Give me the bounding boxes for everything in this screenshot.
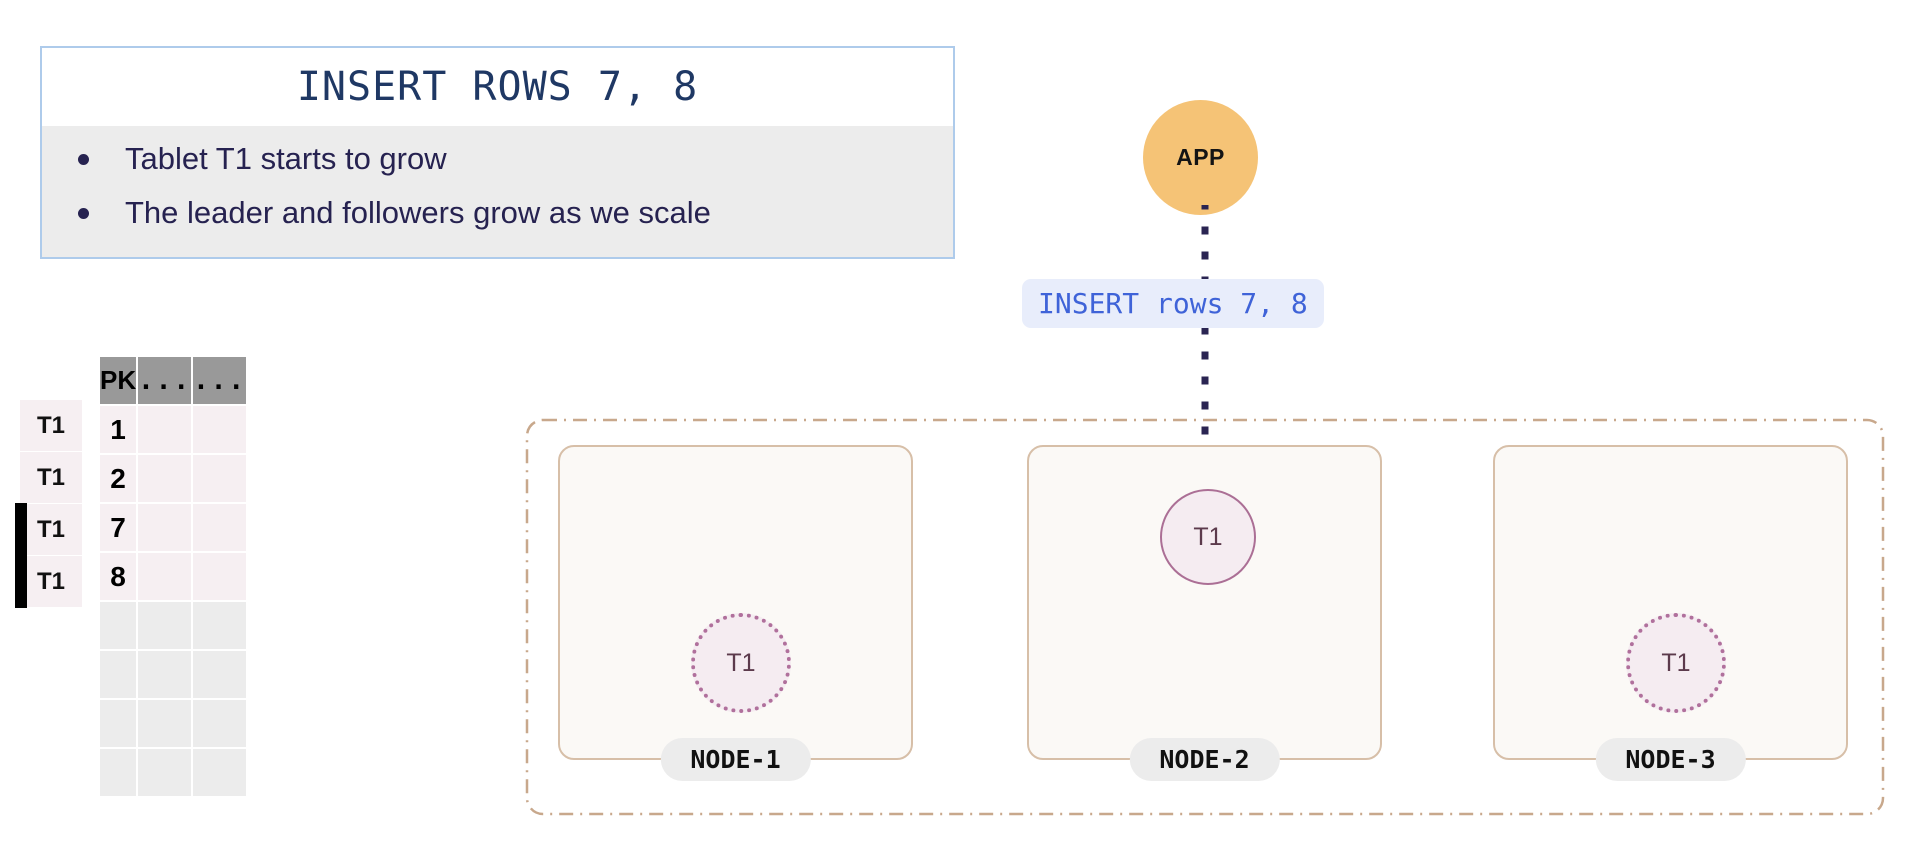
callout-bullet-item: Tablet T1 starts to grow	[42, 132, 953, 186]
table-header-col3: ...	[193, 357, 247, 404]
row-tablet-label: T1	[20, 452, 82, 503]
table-row	[100, 651, 247, 698]
cell-pk: 1	[100, 406, 137, 453]
callout-box: INSERT ROWS 7, 8 Tablet T1 starts to gro…	[40, 46, 955, 259]
cell-col2	[138, 406, 192, 453]
tablet-follower: T1	[691, 613, 791, 713]
cell-pk: 2	[100, 455, 137, 502]
cell-col2	[138, 749, 192, 796]
app-node: APP	[1143, 100, 1258, 215]
bullet-dot-icon	[78, 207, 89, 219]
row-tablet-label: T1	[15, 503, 82, 556]
cell-pk	[100, 749, 137, 796]
table-row: 1	[100, 406, 247, 453]
row-tablet-labels: T1 T1 T1 T1	[15, 400, 82, 608]
cell-pk	[100, 602, 137, 649]
cell-col2	[138, 602, 192, 649]
cell-col3	[193, 406, 247, 453]
node-label-3: NODE-3	[1595, 738, 1746, 781]
cell-pk	[100, 651, 137, 698]
callout-bullet-list: Tablet T1 starts to grow The leader and …	[42, 126, 953, 257]
node-label-1: NODE-1	[660, 738, 811, 781]
cluster-boundary	[525, 418, 1885, 816]
cluster-container: T1 NODE-1 T1 NODE-2 T1 NODE-3	[525, 418, 1885, 816]
cell-col3	[193, 602, 247, 649]
cell-col3	[193, 700, 247, 747]
insert-message-label: INSERT rows 7, 8	[1022, 279, 1324, 328]
table-header-col2: ...	[138, 357, 192, 404]
cell-col3	[193, 504, 247, 551]
cell-pk	[100, 700, 137, 747]
cell-col2	[138, 455, 192, 502]
table-header-row: PK ... ...	[100, 357, 247, 404]
cell-col2	[138, 504, 192, 551]
cell-col2	[138, 553, 192, 600]
table-row	[100, 700, 247, 747]
callout-bullet-text: The leader and followers grow as we scal…	[125, 195, 711, 230]
cell-col2	[138, 700, 192, 747]
callout-title: INSERT ROWS 7, 8	[42, 48, 953, 126]
node-label-2: NODE-2	[1129, 738, 1280, 781]
node-box-3: T1 NODE-3	[1493, 445, 1848, 781]
row-tablet-label: T1	[20, 400, 82, 451]
bullet-dot-icon	[78, 153, 89, 165]
node-box-2: T1 NODE-2	[1027, 445, 1382, 781]
cell-col3	[193, 553, 247, 600]
callout-bullet-text: Tablet T1 starts to grow	[125, 141, 447, 176]
table-row: 8	[100, 553, 247, 600]
cell-col3	[193, 455, 247, 502]
node-box-1: T1 NODE-1	[558, 445, 913, 781]
row-tablet-label: T1	[15, 555, 82, 608]
table-header-pk: PK	[100, 357, 137, 404]
table-row: 7	[100, 504, 247, 551]
cell-pk: 7	[100, 504, 137, 551]
data-table: PK ... ... 1 2	[98, 355, 248, 798]
cell-col2	[138, 651, 192, 698]
tablet-leader: T1	[1160, 489, 1256, 585]
cell-pk: 8	[100, 553, 137, 600]
tablet-follower: T1	[1626, 613, 1726, 713]
table-row	[100, 749, 247, 796]
cell-col3	[193, 651, 247, 698]
table-row: 2	[100, 455, 247, 502]
callout-bullet-item: The leader and followers grow as we scal…	[42, 186, 953, 240]
table-row	[100, 602, 247, 649]
cell-col3	[193, 749, 247, 796]
